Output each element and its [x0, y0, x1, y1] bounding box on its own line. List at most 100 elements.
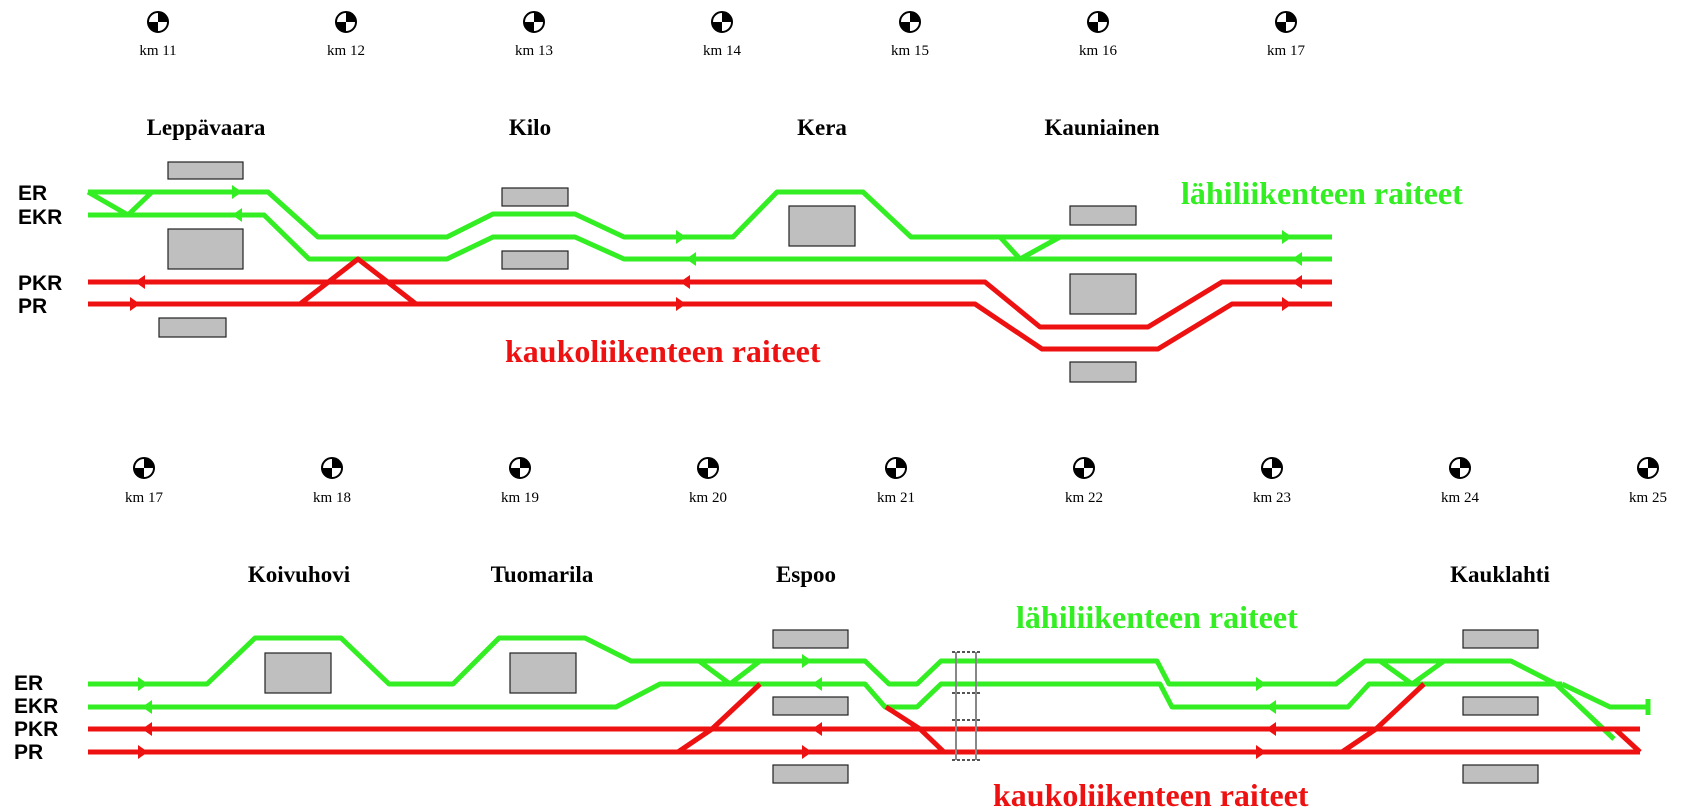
longdistance-legend: kaukoliikenteen raiteet [505, 333, 821, 369]
track-label-ekr: EKR [14, 695, 58, 718]
commuter-track-er [88, 635, 1616, 741]
station-label-koivuhovi: Koivuhovi [248, 562, 351, 587]
arrow-icon [142, 722, 152, 736]
commuter-track-ekr [88, 681, 1562, 710]
crossover [676, 682, 762, 755]
arrow-icon [1292, 275, 1302, 289]
crossover [86, 189, 154, 218]
crossover [998, 234, 1062, 262]
commuter-track-ekr [88, 212, 1332, 262]
km-marker: km 11 [139, 11, 177, 59]
longdistance-track-pr [88, 301, 1332, 352]
commuter-track-ekr-end [1560, 681, 1648, 710]
crossover [1378, 658, 1446, 687]
km-marker: km 16 [1079, 11, 1117, 59]
platform [1069, 273, 1137, 315]
arrow-icon [232, 208, 242, 222]
km-label: km 17 [125, 490, 163, 506]
arrow-icon [135, 275, 145, 289]
arrow-icon [686, 252, 696, 266]
panel-2: km 17 km 18 km 19 km 20 km 21 km 22 km 2… [14, 457, 1667, 812]
km-label: km 18 [313, 490, 351, 506]
commuter-legend: lähiliikenteen raiteet [1181, 175, 1463, 211]
crossover [1340, 682, 1426, 755]
km-post-icon [1637, 457, 1659, 479]
bridge-icon [952, 651, 980, 761]
track-label-pkr: PKR [18, 272, 62, 295]
arrow-icon [1282, 230, 1292, 244]
arrow-icon [232, 185, 242, 199]
km-label: km 13 [515, 43, 553, 59]
km-post-icon [133, 457, 155, 479]
crossover [298, 256, 418, 306]
km-post-icon [509, 457, 531, 479]
platform [1069, 205, 1137, 226]
km-label: km 21 [877, 490, 915, 506]
arrow-icon [138, 677, 148, 691]
platform [1069, 361, 1137, 383]
km-label: km 16 [1079, 43, 1117, 59]
track-label-ekr: EKR [18, 206, 62, 229]
km-label: km 12 [327, 43, 365, 59]
station-label-espoo: Espoo [776, 562, 836, 587]
km-marker: km 19 [501, 457, 539, 506]
km-marker: km 15 [891, 11, 929, 59]
track-label-pkr: PKR [14, 718, 58, 741]
km-marker: km 24 [1441, 457, 1479, 506]
arrow-icon [812, 722, 822, 736]
station-label-kilo: Kilo [509, 115, 551, 140]
km-label: km 17 [1267, 43, 1305, 59]
km-marker: km 13 [515, 11, 553, 59]
km-label: km 22 [1065, 490, 1103, 506]
km-post-icon [1261, 457, 1283, 479]
km-label: km 11 [139, 43, 176, 59]
platform [501, 250, 569, 270]
arrow-icon [680, 275, 690, 289]
platform [772, 696, 849, 716]
km-label: km 25 [1629, 490, 1667, 506]
station-label-kauniainen: Kauniainen [1044, 115, 1159, 140]
station-label-tuomarila: Tuomarila [491, 562, 594, 587]
longdistance-legend: kaukoliikenteen raiteet [993, 777, 1309, 812]
arrow-icon [802, 745, 812, 759]
arrow-icon [802, 654, 812, 668]
km-post-icon [1449, 457, 1471, 479]
track-label-pr: PR [18, 295, 47, 318]
km-marker: km 14 [703, 11, 741, 59]
arrow-icon [138, 745, 148, 759]
km-label: km 23 [1253, 490, 1291, 506]
km-post-icon [1087, 11, 1109, 33]
km-label: km 24 [1441, 490, 1479, 506]
platform [509, 652, 577, 694]
track-label-pr: PR [14, 741, 43, 764]
platform [167, 161, 244, 180]
station-label-kera: Kera [797, 115, 847, 140]
platform [1462, 629, 1539, 649]
km-post-icon [335, 11, 357, 33]
arrow-icon [1266, 722, 1276, 736]
km-label: km 20 [689, 490, 727, 506]
platform [1462, 696, 1539, 716]
km-post-icon [711, 11, 733, 33]
crossover [697, 658, 762, 687]
km-marker: km 20 [689, 457, 727, 506]
km-post-icon [321, 457, 343, 479]
panel-1: km 11 km 12 km 13 km 14 km 15 km 16 km 1… [18, 11, 1463, 383]
platform [772, 764, 849, 784]
track-label-er: ER [14, 672, 43, 695]
station-label-leppavaara: Leppävaara [147, 115, 266, 140]
arrow-icon [1292, 252, 1302, 266]
km-label: km 15 [891, 43, 929, 59]
arrow-icon [1256, 745, 1266, 759]
platform [167, 228, 244, 270]
km-marker: km 23 [1253, 457, 1291, 506]
km-post-icon [1073, 457, 1095, 479]
platform [772, 629, 849, 649]
km-post-icon [899, 11, 921, 33]
arrow-icon [1266, 700, 1276, 714]
commuter-track-er [88, 189, 1332, 240]
arrow-icon [676, 230, 686, 244]
platform [1462, 764, 1539, 784]
km-post-icon [885, 457, 907, 479]
